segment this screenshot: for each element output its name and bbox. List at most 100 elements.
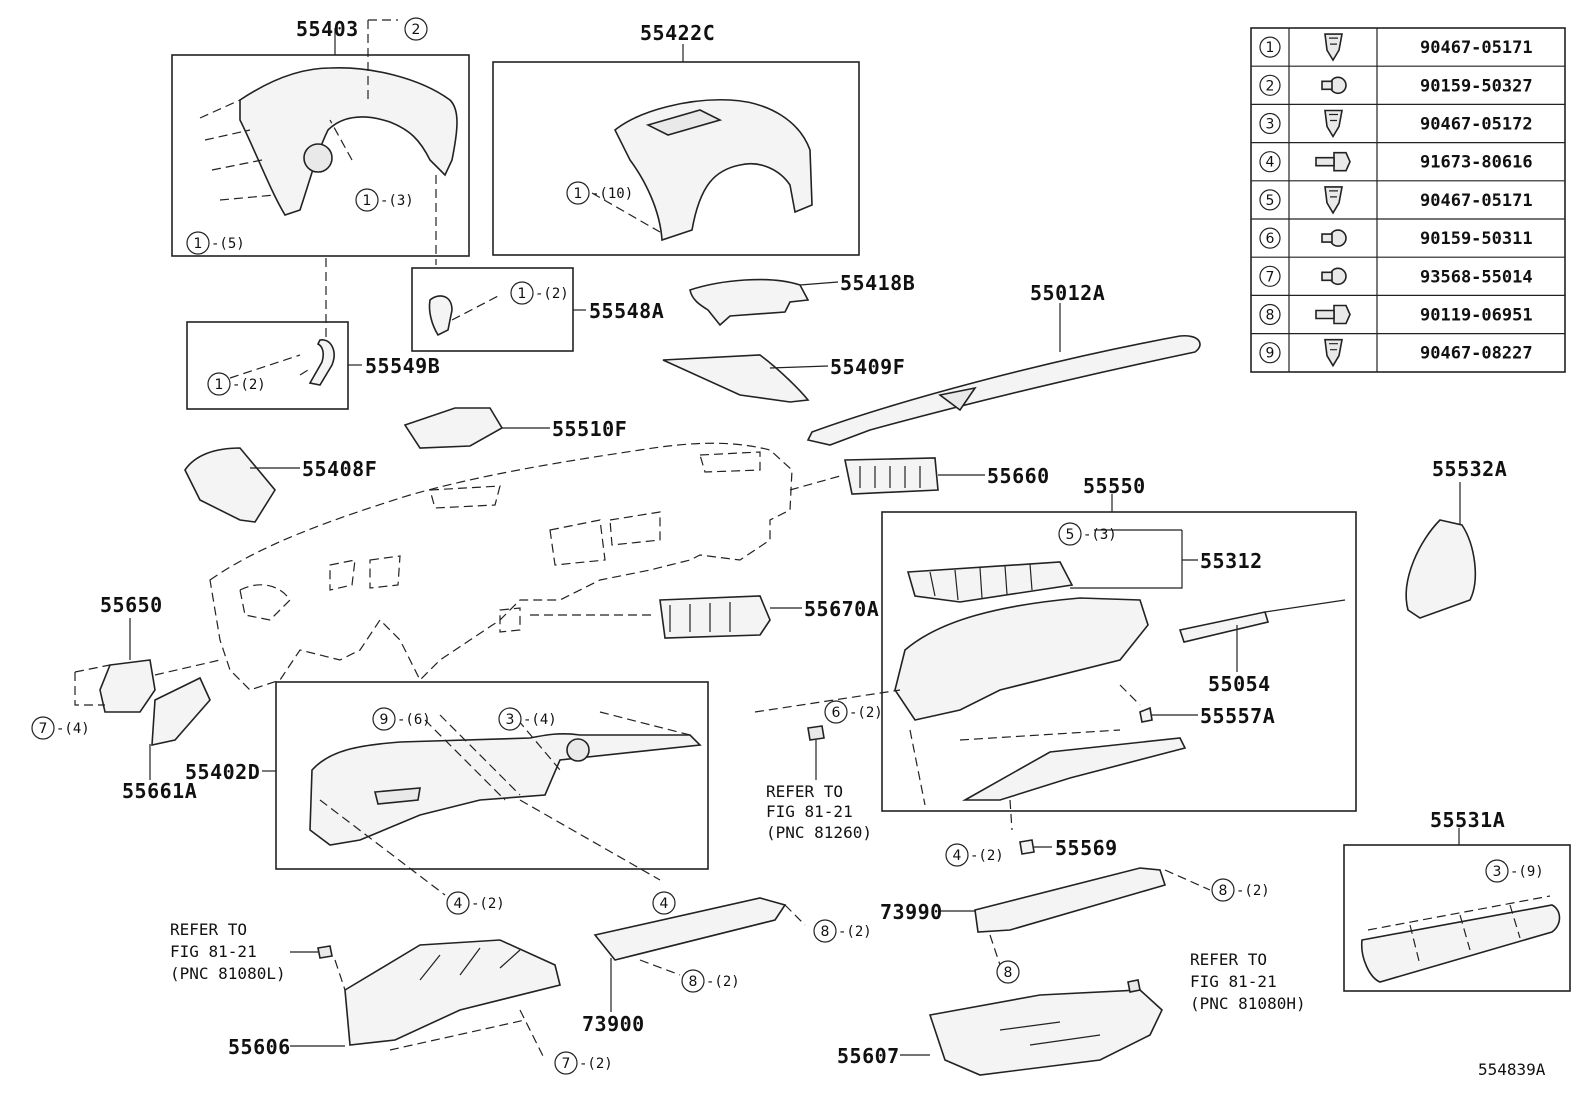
callout-qty: -(2) — [838, 924, 872, 940]
callout[interactable]: 7-(2) — [554, 1051, 613, 1075]
part-label-55607[interactable]: 55607 — [837, 1044, 900, 1068]
part-55531a-shape[interactable] — [1360, 904, 1561, 983]
callout[interactable]: 8-(2) — [681, 969, 740, 993]
callout-key: 1 — [574, 186, 583, 202]
fastener-part-number[interactable]: 90467-05172 — [1420, 115, 1533, 135]
part-label-55510f[interactable]: 55510F — [552, 417, 627, 441]
group-55670a: 55670A — [530, 595, 879, 639]
part-55402d-shape[interactable] — [309, 732, 702, 846]
fastener-part-number[interactable]: 90467-08227 — [1420, 344, 1533, 364]
part-label-55557a[interactable]: 55557A — [1200, 704, 1275, 728]
fastener-part-number[interactable]: 90159-50327 — [1420, 76, 1533, 96]
callout[interactable]: 5-(3) — [1058, 522, 1117, 546]
part-55607-shape[interactable] — [928, 989, 1163, 1076]
refer-line-1[interactable]: REFER TO — [766, 782, 843, 801]
part-55012a-shape[interactable] — [806, 335, 1201, 446]
callout[interactable]: 6-(2) — [824, 700, 883, 724]
part-glove-door-shape[interactable] — [961, 737, 1187, 801]
part-55403-shape[interactable] — [239, 66, 458, 216]
part-55670a-shape[interactable] — [659, 595, 771, 639]
part-label-55650[interactable]: 55650 — [100, 593, 163, 617]
callout[interactable]: 3-(4) — [498, 707, 557, 731]
callout-qty: -(2) — [706, 974, 740, 990]
part-label-55418b[interactable]: 55418B — [840, 271, 915, 295]
part-55557a-shape[interactable] — [1139, 706, 1153, 723]
part-label-55054[interactable]: 55054 — [1208, 672, 1271, 696]
part-73900-shape[interactable] — [593, 897, 787, 961]
part-label-55402d[interactable]: 55402D — [185, 760, 260, 784]
part-label-55422c[interactable]: 55422C — [640, 21, 715, 45]
refer-line-3[interactable]: (PNC 81260) — [766, 823, 872, 842]
callout[interactable]: 1-(2) — [207, 372, 266, 396]
callout-qty: -(6) — [397, 712, 431, 728]
callout[interactable]: 8 — [996, 960, 1020, 984]
part-55550-box-shape[interactable] — [894, 597, 1149, 721]
part-55054-shape[interactable] — [1178, 611, 1270, 643]
part-55606-shape[interactable] — [344, 939, 561, 1046]
callout[interactable]: 8-(2) — [813, 919, 872, 943]
refer-line-2[interactable]: FIG 81-21 — [1190, 972, 1277, 991]
callout[interactable]: 1-(10) — [566, 181, 633, 205]
part-55548a-shape[interactable] — [428, 295, 453, 337]
refer-line-2[interactable]: FIG 81-21 — [766, 802, 853, 821]
callout[interactable]: 3-(9) — [1485, 859, 1544, 883]
callout[interactable]: 4-(2) — [446, 891, 505, 915]
fastener-part-number[interactable]: 90159-50311 — [1420, 229, 1533, 249]
part-55409f-shape[interactable] — [662, 354, 810, 403]
callout[interactable]: 1-(5) — [186, 231, 245, 255]
callout-qty: -(3) — [1083, 527, 1117, 543]
part-label-55409f[interactable]: 55409F — [830, 355, 905, 379]
part-label-55569[interactable]: 55569 — [1055, 836, 1118, 860]
fastener-part-number[interactable]: 93568-55014 — [1420, 267, 1533, 287]
part-73990-shape[interactable] — [974, 867, 1167, 933]
fastener-part-number[interactable]: 90119-06951 — [1420, 306, 1533, 326]
part-label-55312[interactable]: 55312 — [1200, 549, 1263, 573]
part-label-73990[interactable]: 73990 — [880, 900, 943, 924]
part-label-55548a[interactable]: 55548A — [589, 299, 664, 323]
part-label-73900[interactable]: 73900 — [582, 1012, 645, 1036]
refer-line-3[interactable]: (PNC 81080H) — [1190, 994, 1306, 1013]
part-clip-81260[interactable] — [807, 725, 825, 741]
part-55569-shape[interactable] — [1019, 839, 1035, 855]
callout[interactable]: 9-(6) — [372, 707, 431, 731]
part-label-55670a[interactable]: 55670A — [804, 597, 879, 621]
fastener-part-number[interactable]: 90467-05171 — [1420, 191, 1533, 211]
part-clip-81080l[interactable] — [317, 945, 333, 959]
refer-line-1[interactable]: REFER TO — [170, 920, 247, 939]
fastener-part-number[interactable]: 91673-80616 — [1420, 153, 1533, 173]
refer-line-3[interactable]: (PNC 81080L) — [170, 964, 286, 983]
key-number: 7 — [1266, 269, 1275, 285]
part-label-55403[interactable]: 55403 — [296, 17, 359, 41]
callout[interactable]: 4-(2) — [945, 843, 1004, 867]
part-label-55531a[interactable]: 55531A — [1430, 808, 1505, 832]
callout[interactable]: 1-(2) — [510, 281, 569, 305]
part-55532a-shape[interactable] — [1405, 519, 1477, 619]
refer-81260: REFER TO FIG 81-21 (PNC 81260) — [766, 782, 872, 842]
refer-line-2[interactable]: FIG 81-21 — [170, 942, 257, 961]
part-label-55012a[interactable]: 55012A — [1030, 281, 1105, 305]
part-55422c-shape[interactable] — [613, 98, 813, 242]
fastener-part-number[interactable]: 90467-05171 — [1420, 38, 1533, 58]
part-label-55532a[interactable]: 55532A — [1432, 457, 1507, 481]
callout[interactable]: 7-(4) — [31, 716, 90, 740]
refer-line-1[interactable]: REFER TO — [1190, 950, 1267, 969]
part-label-55550[interactable]: 55550 — [1083, 474, 1146, 498]
key-circle — [1259, 189, 1281, 211]
part-55661a-shape[interactable] — [151, 676, 211, 747]
callout[interactable]: 1-(3) — [355, 188, 414, 212]
part-label-55660[interactable]: 55660 — [987, 464, 1050, 488]
part-label-55408f[interactable]: 55408F — [302, 457, 377, 481]
part-55549b-shape[interactable] — [308, 339, 335, 386]
part-label-55661a[interactable]: 55661A — [122, 779, 197, 803]
part-label-55606[interactable]: 55606 — [228, 1035, 291, 1059]
callout[interactable]: 2 — [404, 17, 428, 41]
part-label-55549b[interactable]: 55549B — [365, 354, 440, 378]
part-55408f-shape[interactable] — [184, 447, 276, 523]
part-55510f-shape[interactable] — [403, 407, 504, 449]
part-55418b-shape[interactable] — [689, 278, 810, 327]
callout[interactable]: 8-(2) — [1211, 878, 1270, 902]
callout[interactable]: 4 — [652, 891, 676, 915]
part-55650-shape[interactable] — [99, 659, 156, 713]
part-55660-shape[interactable] — [844, 457, 939, 495]
